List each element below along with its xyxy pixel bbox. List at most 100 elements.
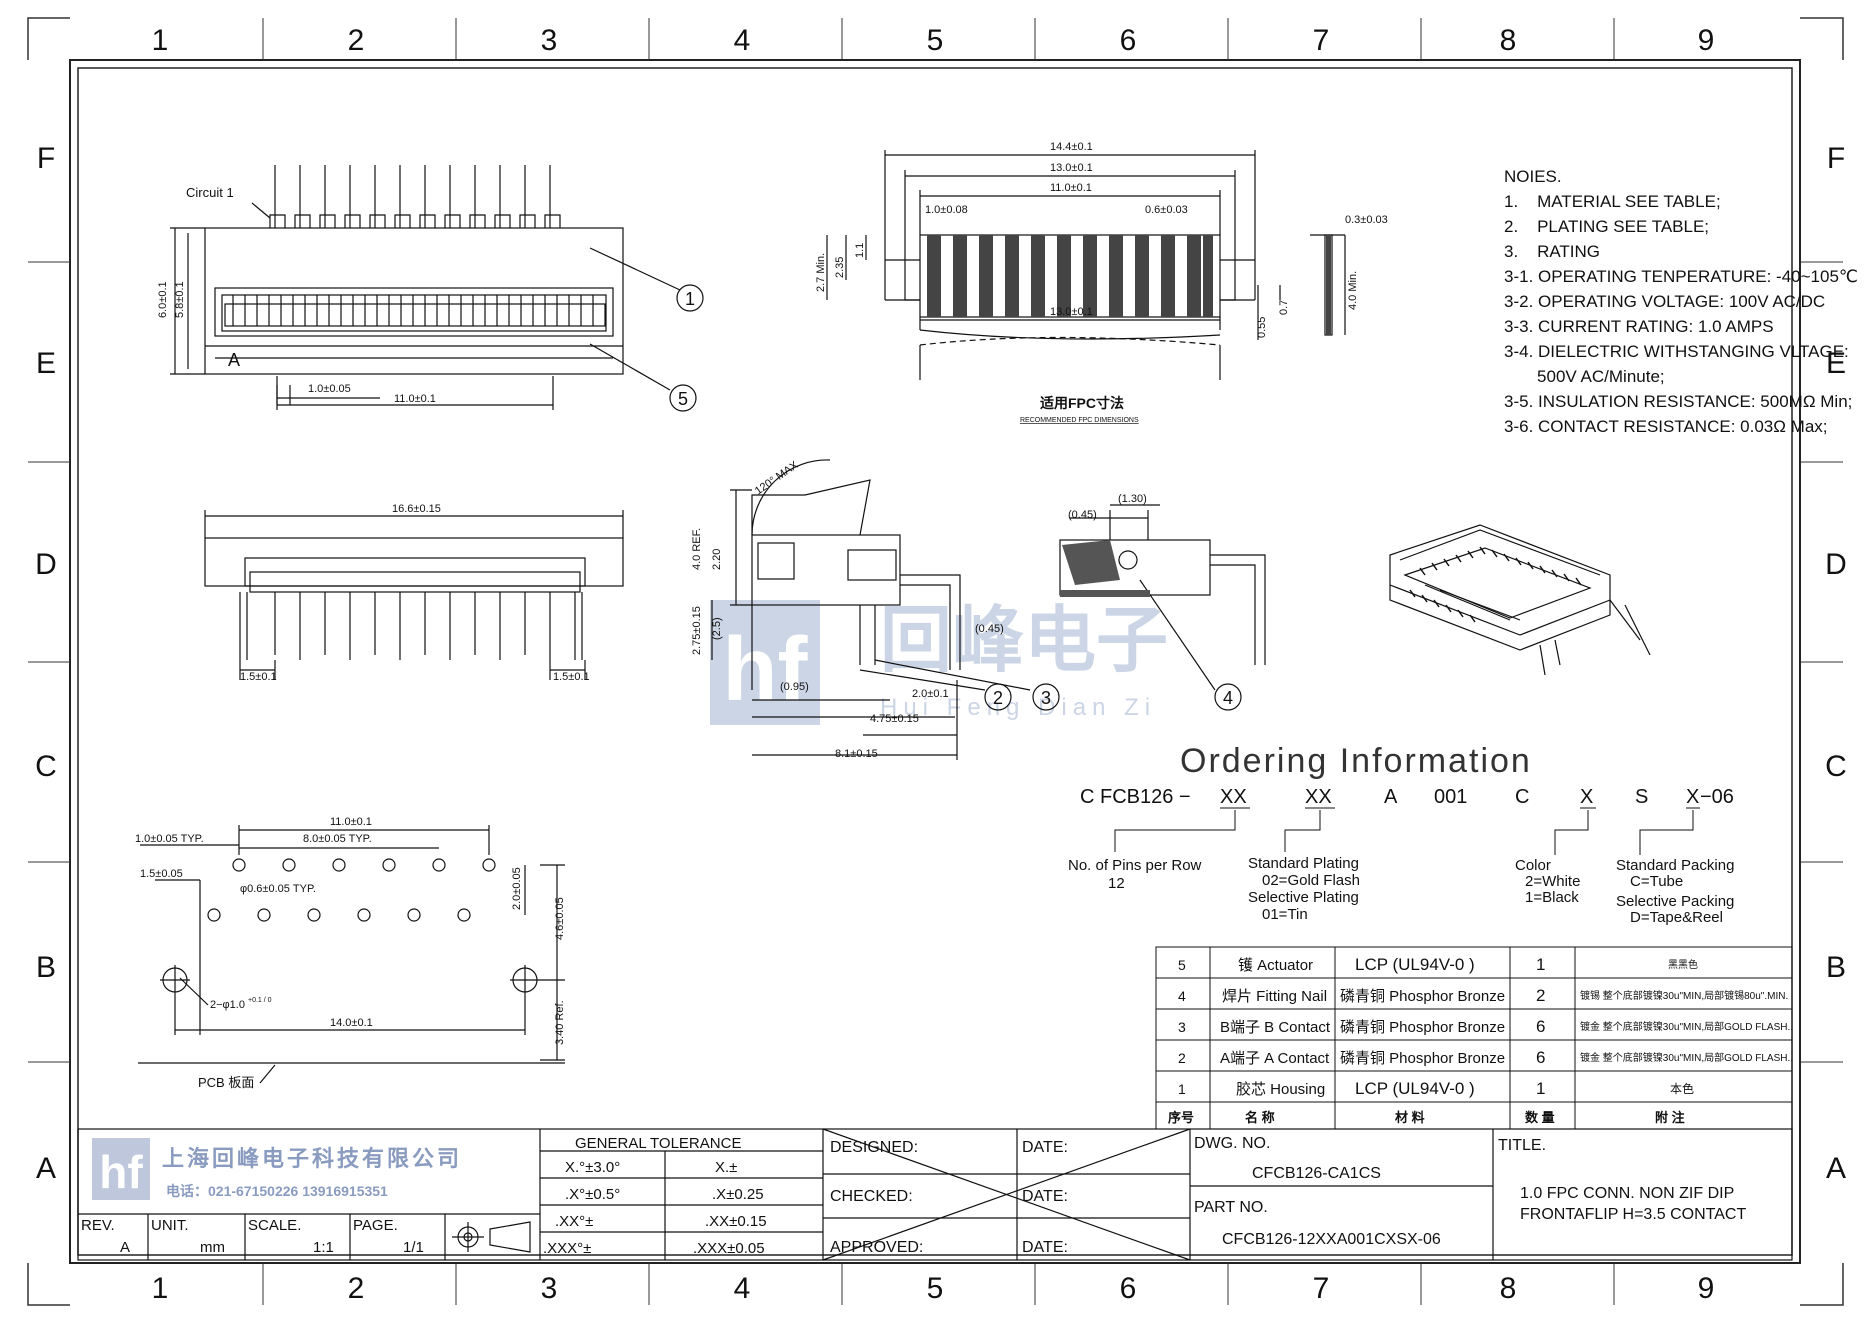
watermark: hf 回峰电子 Hui Feng Dian Zi bbox=[710, 600, 1168, 725]
bom-header-material: 材 料 bbox=[1395, 1110, 1425, 1125]
fpc-view bbox=[826, 150, 1346, 380]
bom-header-remark: 附 注 bbox=[1655, 1110, 1685, 1125]
callout-5: 5 bbox=[678, 389, 688, 409]
zone-row-e: E bbox=[36, 347, 56, 380]
zone-row-d-right: D bbox=[1825, 548, 1847, 581]
bom-row-5-material: LCP (UL94V-0 ) bbox=[1355, 955, 1475, 974]
ordering-code-xx2: XX bbox=[1305, 786, 1332, 808]
designed-label: DESIGNED: bbox=[830, 1139, 918, 1156]
rev-value: A bbox=[120, 1239, 130, 1256]
zone-col-6: 6 bbox=[1120, 24, 1137, 57]
ordering-plating-2: 02=Gold Flash bbox=[1262, 872, 1360, 889]
isometric-teeth bbox=[1409, 546, 1582, 623]
zone-col-7-bottom: 7 bbox=[1313, 1272, 1330, 1305]
ordering-code-x2: X bbox=[1686, 786, 1699, 808]
note-line-1: 1. MATERIAL SEE TABLE; bbox=[1504, 192, 1721, 211]
zone-col-4-bottom: 4 bbox=[734, 1272, 751, 1305]
note-line-3: 3. RATING bbox=[1504, 242, 1600, 261]
zone-col-8: 8 bbox=[1500, 24, 1517, 57]
ordering-title: Ordering Information bbox=[1180, 742, 1532, 780]
detail-dim-045: (0.45) bbox=[1068, 509, 1097, 521]
title-block: hf 上海回峰电子科技有限公司 电话：021-67150226 13916915… bbox=[77, 1128, 1793, 1261]
pcb-dim-340: 3.40 Ref. bbox=[554, 1000, 566, 1045]
pcb-dim-15: 1.5±0.05 bbox=[140, 868, 183, 880]
zone-col-1: 1 bbox=[152, 24, 169, 57]
title-label: TITLE. bbox=[1498, 1137, 1546, 1154]
zone-row-e-right: E bbox=[1826, 347, 1846, 380]
pcb-dim-peg: 2−φ1.0 bbox=[210, 999, 245, 1011]
zone-col-4: 4 bbox=[734, 24, 751, 57]
zone-col-1-bottom: 1 bbox=[152, 1272, 169, 1305]
title-line-1: 1.0 FPC CONN. NON ZIF DIP bbox=[1520, 1185, 1734, 1202]
zone-col-2: 2 bbox=[348, 24, 365, 57]
tolerance-title: GENERAL TOLERANCE bbox=[575, 1135, 741, 1152]
tol-row-3-b: .XX±0.15 bbox=[705, 1213, 767, 1230]
note-line-9: 3-5. INSULATION RESISTANCE: 500MΩ Min; bbox=[1504, 392, 1852, 411]
front-dim-left: 1.5±0.1 bbox=[240, 671, 277, 683]
part-no-label: PART NO. bbox=[1194, 1199, 1268, 1216]
ordering-color-3: 1=Black bbox=[1525, 889, 1579, 906]
projection-symbol bbox=[452, 1221, 531, 1253]
dim-height-outer: 6.0±0.1 bbox=[157, 281, 169, 318]
bom-table: 5 镬 Actuator LCP (UL94V-0 ) 1 黑黑色 4 焊片 F… bbox=[1155, 946, 1793, 1130]
zone-row-b: B bbox=[36, 951, 56, 984]
zone-labels-left: F E D C B A bbox=[35, 142, 57, 1185]
bom-row-5-remark: 黑黑色 bbox=[1668, 958, 1698, 971]
pcb-labels: 11.0±0.1 1.0±0.05 TYP. 8.0±0.05 TYP. 1.5… bbox=[135, 816, 566, 1090]
bom-row-1-name: 胶芯 Housing bbox=[1236, 1081, 1325, 1098]
dwg-no-label: DWG. NO. bbox=[1194, 1135, 1270, 1152]
scale-label: SCALE. bbox=[248, 1217, 301, 1234]
bom-row-3-remark: 镀金 整个底部镀镍30u"MIN,局部GOLD FLASH.. bbox=[1580, 1020, 1793, 1033]
dim-span: 11.0±0.1 bbox=[394, 393, 436, 405]
pcb-dim-hole: φ0.6±0.05 TYP. bbox=[240, 883, 316, 895]
company-phone: 电话：021-67150226 13916915351 bbox=[166, 1183, 388, 1199]
zone-col-8-bottom: 8 bbox=[1500, 1272, 1517, 1305]
bom-row-2-remark: 镀金 整个底部镀镍30u"MIN,局部GOLD FLASH.. bbox=[1580, 1051, 1793, 1064]
side-dim-095: (0.95) bbox=[780, 681, 809, 693]
ordering-pins-label: No. of Pins per Row bbox=[1068, 857, 1202, 874]
ordering-packing-4: D=Tape&Reel bbox=[1630, 909, 1723, 926]
side-dim-20: 2.0±0.1 bbox=[912, 688, 949, 700]
designed-date-label: DATE: bbox=[1022, 1139, 1068, 1156]
ordering-info: Ordering Information C FCB126 − XX XX A … bbox=[1068, 742, 1734, 926]
fpc-caption-cn: 适用FPC寸法 bbox=[1040, 395, 1124, 411]
bom-row-4-no: 4 bbox=[1178, 988, 1186, 1004]
ordering-plating-3: Selective Plating bbox=[1248, 889, 1359, 906]
bom-header-name: 名 称 bbox=[1245, 1110, 1275, 1125]
zone-col-2-bottom: 2 bbox=[348, 1272, 365, 1305]
ordering-code-x1: X bbox=[1580, 786, 1593, 808]
zone-labels-right: F E D C B A bbox=[1825, 142, 1847, 1185]
isometric-view bbox=[1389, 524, 1651, 676]
note-line-5: 3-2. OPERATING VOLTAGE: 100V AC/DC bbox=[1504, 292, 1825, 311]
note-line-7: 3-4. DIELECTRIC WITHSTANGING VLTAGE: bbox=[1504, 342, 1849, 361]
approved-label: APPROVED: bbox=[830, 1239, 923, 1256]
zone-col-6-bottom: 6 bbox=[1120, 1272, 1137, 1305]
detail-hatch bbox=[1060, 540, 1150, 597]
bom-row-2-material: 磷青铜 Phosphor Bronze bbox=[1340, 1050, 1505, 1067]
callout-4: 4 bbox=[1223, 688, 1233, 708]
zone-dividers bbox=[28, 18, 1843, 1305]
bom-row-4-material: 磷青铜 Phosphor Bronze bbox=[1340, 988, 1505, 1005]
pcb-dim-11: 11.0±0.1 bbox=[330, 816, 372, 828]
ordering-color-1: Color bbox=[1515, 857, 1551, 874]
side-dim-25: (2.5) bbox=[711, 617, 723, 640]
bom-row-5-name: 镬 Actuator bbox=[1238, 957, 1313, 974]
front-dim-width: 16.6±0.15 bbox=[392, 503, 441, 515]
side-dim-81: 8.1±0.15 bbox=[835, 748, 878, 760]
callout-3: 3 bbox=[1041, 688, 1051, 708]
circuit-1-label: Circuit 1 bbox=[186, 185, 234, 200]
fpc-dim-11: 11.0±0.1 bbox=[1050, 182, 1092, 194]
front-view bbox=[204, 510, 624, 680]
bom-row-1-material: LCP (UL94V-0 ) bbox=[1355, 1079, 1475, 1098]
tol-row-1-b: X.± bbox=[715, 1159, 737, 1176]
zone-row-f-right: F bbox=[1827, 142, 1845, 175]
bom-row-5-qty: 1 bbox=[1536, 955, 1545, 974]
watermark-logo: hf bbox=[723, 620, 809, 720]
dim-height-inner: 5.8±0.1 bbox=[174, 281, 186, 318]
bom-row-4-name: 焊片 Fitting Nail bbox=[1222, 988, 1327, 1005]
fpc-dim-235: 2.35 bbox=[834, 257, 846, 278]
front-dim-right: 1.5±0.1 bbox=[553, 671, 590, 683]
company-logo: hf bbox=[92, 1138, 150, 1200]
page-label: PAGE. bbox=[353, 1217, 398, 1234]
zone-col-9-bottom: 9 bbox=[1698, 1272, 1715, 1305]
